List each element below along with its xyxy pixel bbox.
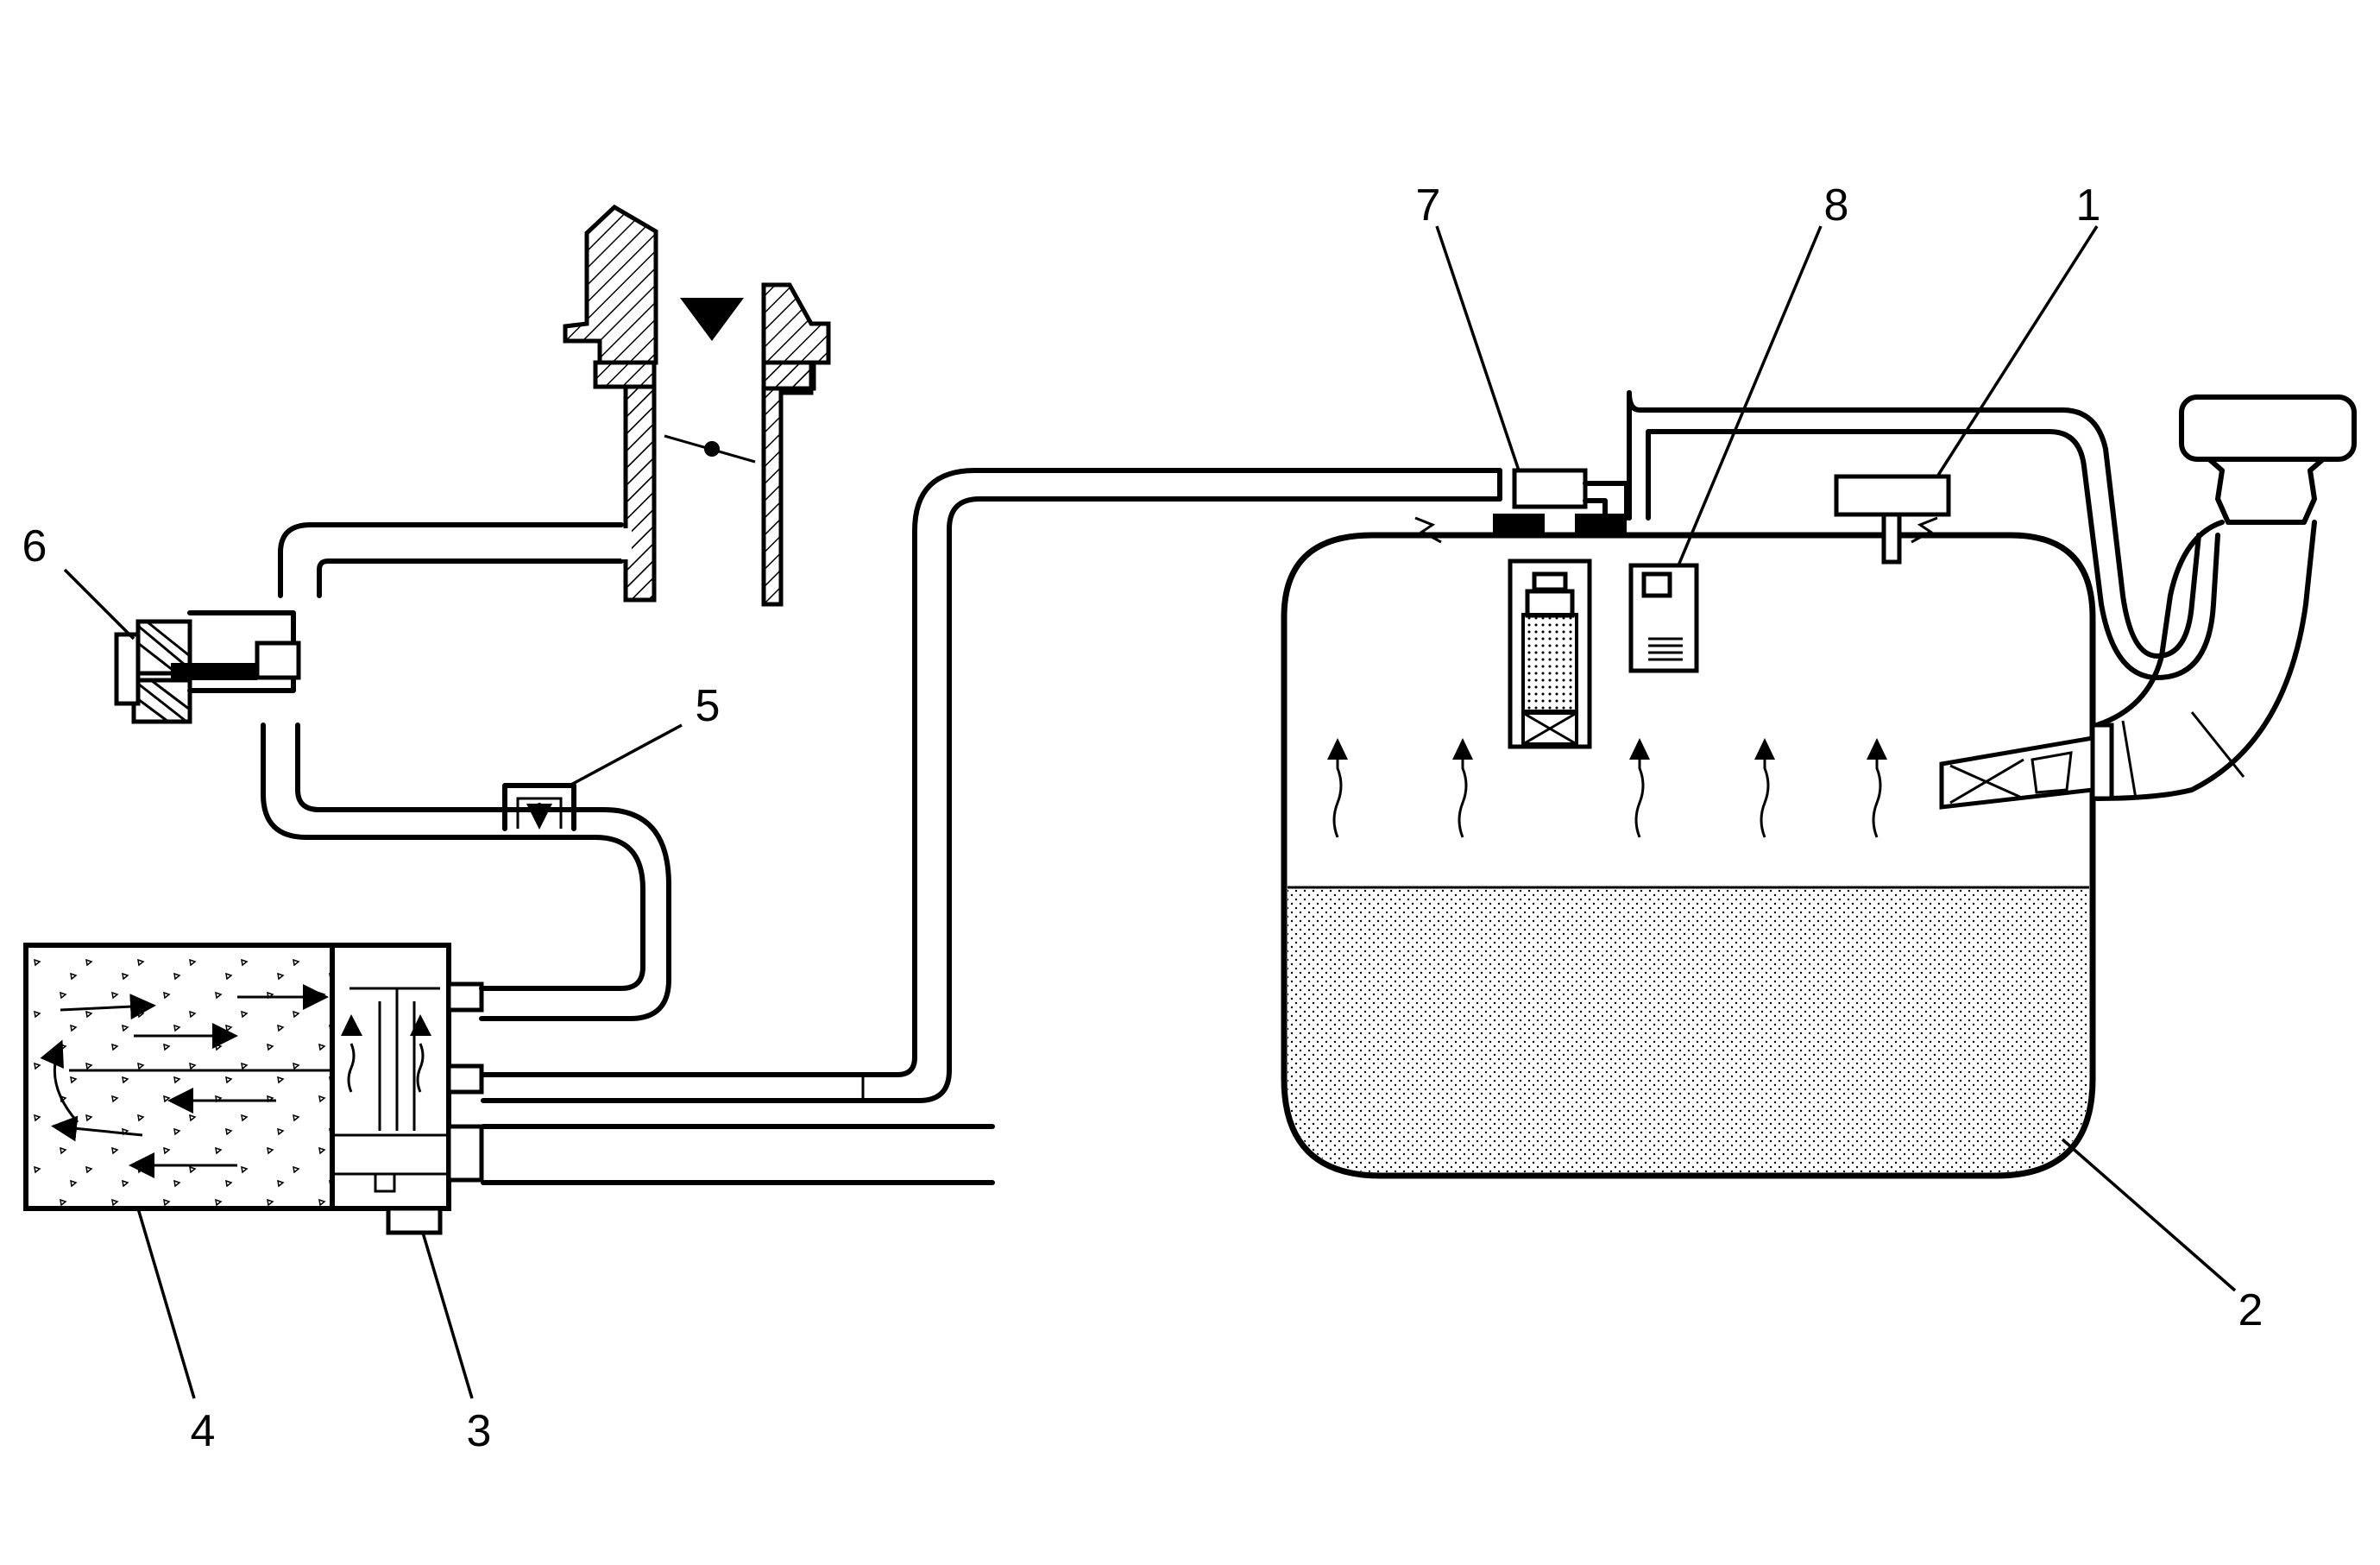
callout-3: 3 (467, 1406, 492, 1456)
fill-limiter-valve (1628, 563, 1699, 673)
callout-5: 5 (696, 681, 721, 731)
callout-7: 7 (1416, 180, 1441, 230)
callout-1: 1 (2076, 180, 2101, 230)
callout-4: 4 (191, 1406, 216, 1456)
purge-solenoid (114, 610, 301, 724)
filler-neck (1939, 394, 2357, 810)
callout-6: 6 (22, 521, 47, 571)
canister-vent-lines (481, 1124, 995, 1185)
purge-line (261, 522, 671, 1021)
callout-2: 2 (2238, 1285, 2264, 1335)
fuel-tank (1281, 516, 2096, 1179)
throttle-body (563, 204, 831, 607)
callout-8: 8 (1824, 180, 1849, 230)
vent-valve (1493, 468, 1627, 749)
tank-pressure-sensor (1834, 474, 1951, 565)
callout-labels: 1 2 3 4 5 6 7 8 (22, 180, 2264, 1456)
purge-check-valve (502, 783, 576, 831)
evap-canister (23, 943, 484, 1235)
fuel-liquid (1288, 887, 2089, 1172)
vapor-arrows (1327, 738, 1887, 838)
vapor-line (481, 468, 1629, 1103)
leader-lines (63, 225, 2237, 1399)
